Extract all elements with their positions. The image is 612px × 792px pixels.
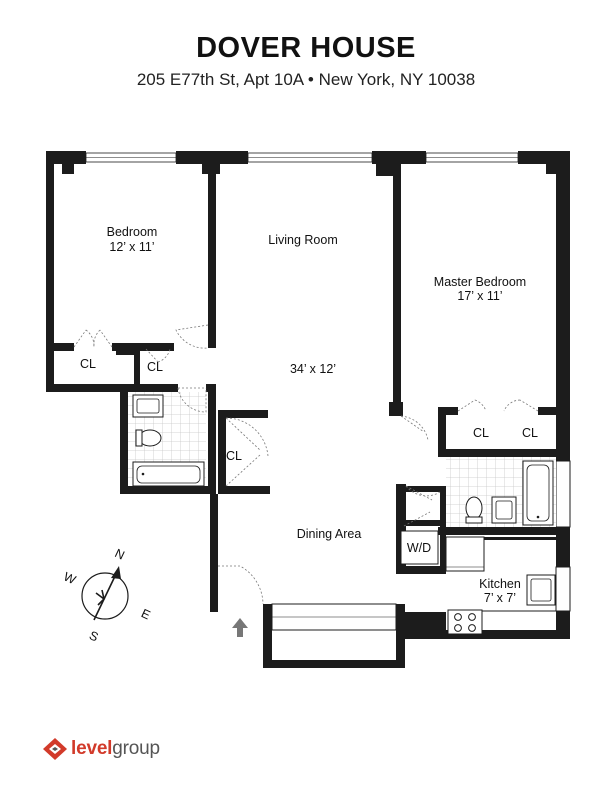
- levelgroup-logo: levelgroup: [42, 737, 160, 761]
- kitchen: [445, 536, 556, 635]
- exterior-walls: [46, 151, 571, 668]
- door-swings: [73, 324, 539, 605]
- logo-word-group: group: [112, 738, 160, 759]
- compass-east: E: [139, 606, 152, 622]
- laundry-box: [400, 530, 439, 565]
- levelgroup-logo-icon: [43, 738, 67, 760]
- logo-wordmark: levelgroup: [71, 738, 160, 760]
- master-bathroom: [446, 457, 556, 527]
- left-bathroom: [128, 392, 206, 487]
- closet-label: CL: [80, 357, 96, 371]
- entry-arrow-icon: [232, 618, 248, 637]
- master-bedroom-label: Master Bedroom: [434, 275, 526, 289]
- dining-area-label: Dining Area: [297, 527, 362, 541]
- bedroom-label: Bedroom: [107, 225, 158, 239]
- closet-label: CL: [473, 426, 489, 440]
- listing-title: DOVER HOUSE: [196, 32, 416, 64]
- kitchen-size: 7’ x 7’: [484, 591, 516, 605]
- kitchen-label: Kitchen: [479, 577, 521, 591]
- washer-dryer-label: W/D: [407, 541, 431, 555]
- interior-walls: [54, 162, 556, 574]
- closet-label: CL: [226, 449, 242, 463]
- compass-north: N: [113, 546, 127, 563]
- listing-address: 205 E77th St, Apt 10A • New York, NY 100…: [136, 70, 476, 89]
- closet-label: CL: [522, 426, 538, 440]
- closet-label: CL: [147, 360, 163, 374]
- compass-rose-icon: N E S W: [61, 546, 152, 644]
- compass-west: W: [61, 570, 78, 588]
- living-room-label: Living Room: [268, 233, 337, 247]
- compass-south: S: [87, 628, 100, 644]
- master-bedroom-size: 17’ x 11’: [457, 289, 502, 303]
- bedroom-size: 12’ x 11’: [109, 240, 154, 254]
- logo-word-level: level: [71, 738, 113, 759]
- living-room-size: 34’ x 12’: [290, 362, 336, 376]
